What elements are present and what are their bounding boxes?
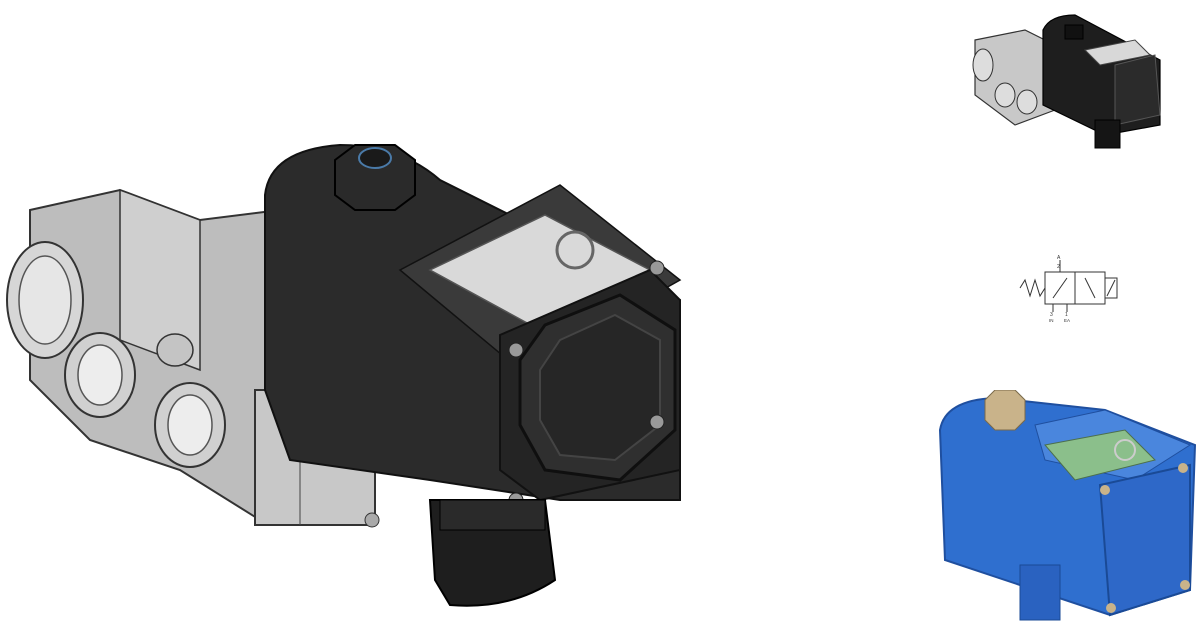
port-2-label: 2 [1057,264,1060,270]
port-3-label: 3 [1050,312,1053,318]
valve-illustration [6,143,682,607]
top-fitting-nut [334,144,416,211]
blue-coil-illustration [938,389,1197,621]
port-1-label: 1 [1065,312,1068,318]
solenoid-valve-thumbnail-gray [965,10,1165,150]
port-ea-label: EA [1064,318,1070,323]
pneumatic-symbol-schematic: A 2 3 IN 1 EA [1005,250,1125,325]
solenoid-coil [264,143,682,508]
valve-symbol-diagram: A 2 3 IN 1 EA [1019,255,1118,323]
port-a-label: A [1057,255,1061,261]
blue-solenoid-coil-photo [925,389,1200,629]
solenoid-valve-render-main [0,140,700,615]
cable-gland [428,499,557,607]
port-in-label: IN [1049,318,1054,323]
valve-thumbnail-illustration [972,14,1161,149]
